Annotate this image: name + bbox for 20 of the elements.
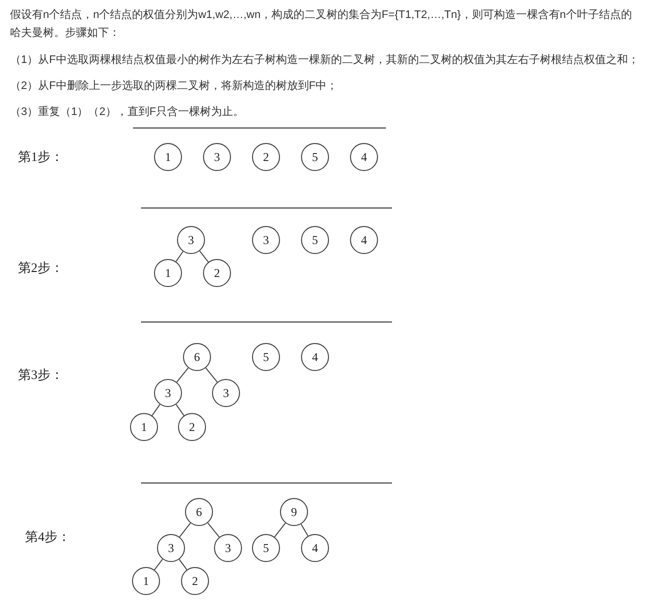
step-label: 第2步： [18,259,64,277]
tree-edge [152,404,160,416]
tree-edge [199,250,209,262]
step-label: 第3步： [18,366,64,384]
tree-edge [154,558,164,570]
step-label: 第1步： [18,148,64,166]
tree-edge [176,250,184,262]
tree-edge [178,558,188,570]
tree-edge [176,367,189,383]
tree-edge [274,522,286,538]
instruction-text: 假设有n个结点，n个结点的权值分别为w1,w2,…,wn，构成的二叉树的集合为F={T1,T2,…,Tn}，则可构造一棵含有n个叶子结点的哈夫曼树。步骤如下： [10,8,633,41]
instruction-text: （2）从F中删除上一步选取的两棵二叉树，将新构造的树放到F中； [10,78,339,94]
step-label: 第4步： [25,528,70,546]
tree-edge [205,367,218,383]
tree-edge [179,522,191,538]
tree-edge [207,522,220,538]
instruction-text: （3）重复（1）（2），直到F只含一棵树为止。 [10,105,246,120]
tree-edge [300,524,308,536]
instruction-text: （1）从F中选取两棵根结点权值最小的树作为左右子树构造一棵新的二叉树，其新的二叉树的权值为其左右子树根结点权值之和； [10,52,640,68]
tree-edge [176,404,184,416]
